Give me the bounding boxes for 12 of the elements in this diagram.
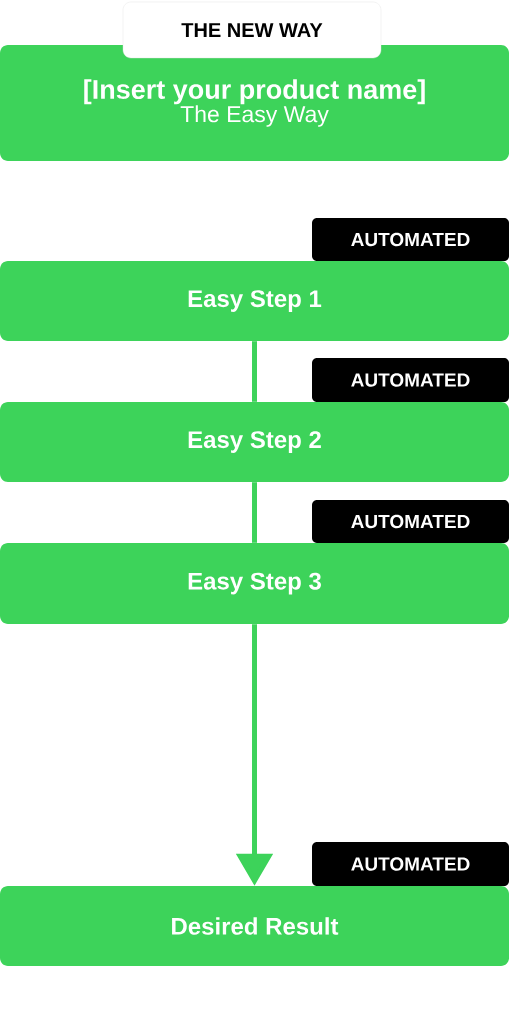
- connector-line: [252, 482, 257, 543]
- label-tab: THE NEW WAY: [122, 1, 382, 59]
- label-tab: AUTOMATED: [312, 842, 509, 886]
- process-box: Easy Step 3: [0, 543, 509, 624]
- process-box: Easy Step 1: [0, 261, 509, 341]
- title-box: [Insert your product name] The Easy Way: [0, 45, 509, 161]
- label-tab: AUTOMATED: [312, 358, 509, 402]
- process-box: Easy Step 2: [0, 402, 509, 482]
- label-tab: AUTOMATED: [312, 218, 509, 261]
- process-box: Desired Result: [0, 886, 509, 966]
- label-tab: AUTOMATED: [312, 500, 509, 543]
- connector-line: [252, 341, 257, 402]
